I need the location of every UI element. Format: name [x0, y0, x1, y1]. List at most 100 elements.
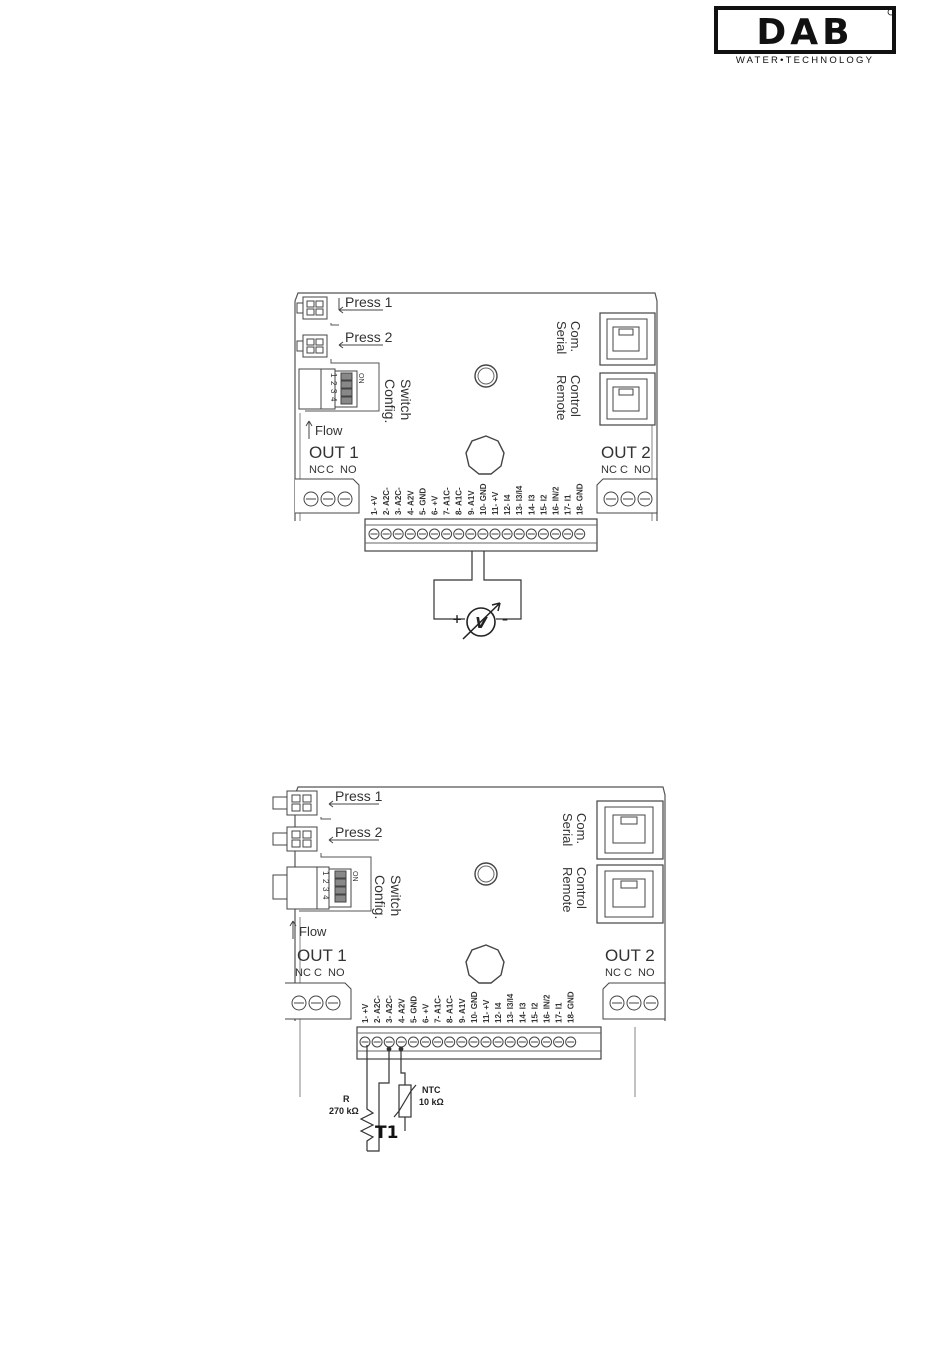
terminal-label: 4- A2V — [397, 998, 406, 1023]
config-switch: 1 2 3 4 ON — [298, 368, 364, 410]
out2-terminal-block — [602, 982, 666, 1020]
ntc-value: 10 kΩ — [419, 1097, 444, 1107]
out2-contact-no: NO — [634, 464, 651, 476]
terminal-label: 3- A2C- — [385, 995, 394, 1023]
remote-label-1: Remote — [560, 867, 575, 913]
press2-connector — [296, 334, 328, 358]
out1-contact-no: NO — [340, 464, 357, 476]
serial-label-2: Com. — [574, 813, 589, 844]
terminal-label: 13- I3/I4 — [515, 485, 524, 515]
remote-control-port — [596, 864, 664, 924]
out1-contact-nc: NC — [309, 464, 325, 476]
terminal-label: 17- I1 — [564, 494, 573, 515]
logo-brand: DAB — [756, 12, 853, 53]
serial-com-port — [599, 312, 656, 366]
press2-label: Press 2 — [335, 824, 383, 840]
terminal-label: 12- I4 — [503, 494, 512, 515]
resistor-value: 270 kΩ — [329, 1106, 359, 1116]
dab-logo: DAB WATER•TECHNOLOGY — [714, 6, 896, 66]
config-switch: 1 2 3 4 ON — [272, 866, 358, 910]
resistor-label: R — [343, 1094, 350, 1104]
terminal-label: 11- +V — [491, 491, 500, 515]
flow-label: Flow — [315, 423, 343, 438]
terminal-label: 16- IN/2 — [543, 994, 552, 1023]
dip-number-4: 4 — [321, 895, 330, 900]
terminal-label: 4- A2V — [406, 490, 415, 515]
press1-label: Press 1 — [345, 294, 393, 310]
flow-arrow-icon — [305, 420, 313, 439]
terminal-label: 5- GND — [418, 488, 427, 515]
terminal-label: 1- +V — [370, 495, 379, 515]
terminal-label: 8- A1C- — [455, 487, 464, 515]
terminal-label: 14- I3 — [518, 1002, 527, 1023]
out1-terminal-block — [285, 982, 352, 1020]
dip-number-3: 3 — [321, 887, 330, 892]
terminal-label: 12- I4 — [494, 1002, 503, 1023]
terminal-label: 3- A2C- — [394, 487, 403, 515]
control-board-ntc: Press 1 Press 2 1 2 3 4 ON — [272, 786, 666, 1152]
out1-terminal-block — [295, 478, 360, 514]
voltmeter-symbol: V — [475, 614, 488, 632]
out1-label: OUT 1 — [309, 443, 359, 462]
serial-com-port — [596, 800, 664, 860]
terminal-label: 17- I1 — [555, 1002, 564, 1023]
terminal-label: 6- +V — [431, 495, 440, 515]
voltmeter-icon: V + – — [452, 602, 508, 640]
config-label-1: Config. — [372, 875, 388, 919]
terminal-label: 9- A1V — [458, 998, 467, 1023]
terminal-label: 5- GND — [409, 996, 418, 1023]
ntc-circuit — [359, 1045, 417, 1152]
cable-gland — [465, 435, 505, 475]
terminal-label: 14- I3 — [527, 494, 536, 515]
remote-label-1: Remote — [554, 375, 569, 421]
terminal-label: 1- +V — [361, 1003, 370, 1023]
terminal-label: 18- GND — [576, 483, 585, 515]
terminal-label: 2- A2C- — [373, 995, 382, 1023]
out1-contact-c: C — [326, 464, 334, 476]
remote-control-port — [599, 372, 656, 426]
serial-label-1: Serial — [554, 321, 569, 354]
press1-label: Press 1 — [335, 788, 383, 804]
out1-contact-no: NO — [328, 967, 345, 979]
out2-contact-c: C — [620, 464, 628, 476]
config-label-2: Switch — [388, 875, 404, 916]
terminal-label: 7- A1C- — [443, 487, 452, 515]
voltmeter-circuit — [433, 551, 522, 620]
remote-label-2: Control — [574, 867, 589, 909]
t1-caption: T1 — [375, 1123, 398, 1143]
out2-contact-nc: NC — [605, 967, 621, 979]
dip-number-1: 1 — [329, 373, 338, 378]
dip-number-4: 4 — [329, 397, 338, 402]
control-board-voltmeter: Press 1 Press 2 1 2 3 4 ON — [294, 292, 658, 640]
out2-terminal-block — [596, 478, 658, 514]
terminal-label: 11- +V — [482, 999, 491, 1023]
terminal-label: 15- I2 — [539, 494, 548, 515]
flow-arrow-icon — [289, 920, 297, 939]
cable-gland — [465, 944, 505, 984]
out2-label: OUT 2 — [605, 946, 655, 965]
dip-number-1: 1 — [321, 871, 330, 876]
ntc-label: NTC — [422, 1085, 441, 1095]
flow-label: Flow — [299, 924, 327, 939]
serial-label-2: Com. — [568, 321, 583, 352]
serial-label-1: Serial — [560, 813, 575, 846]
out2-contact-c: C — [624, 967, 632, 979]
terminal-label: 18- GND — [567, 991, 576, 1023]
terminal-label: 9- A1V — [467, 490, 476, 515]
terminal-label: 10- GND — [470, 991, 479, 1023]
terminal-label: 2- A2C- — [382, 487, 391, 515]
logo-tagline: WATER•TECHNOLOGY — [736, 55, 874, 66]
press1-connector — [272, 790, 318, 816]
terminal-label: 15- I2 — [530, 1002, 539, 1023]
press1-connector — [296, 296, 328, 320]
out2-contact-no: NO — [638, 967, 655, 979]
dip-number-2: 2 — [321, 879, 330, 884]
dip-on-label: ON — [357, 373, 364, 384]
config-label-1: Config. — [382, 379, 398, 423]
dip-number-2: 2 — [329, 381, 338, 386]
out2-contact-nc: NC — [601, 464, 617, 476]
terminal-label: 13- I3/I4 — [506, 993, 515, 1023]
